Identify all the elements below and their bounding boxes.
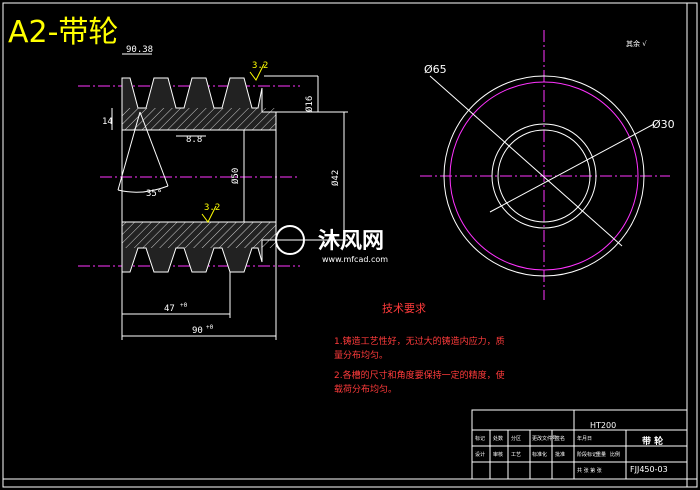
dim-bore: Ø50 bbox=[230, 168, 241, 184]
tb-part-name: 带 轮 bbox=[642, 435, 663, 447]
watermark-brand: 沐风网 bbox=[318, 229, 384, 254]
drawing-title: A2-带轮 bbox=[8, 15, 118, 50]
dia-30-label: Ø30 bbox=[652, 118, 675, 131]
roughness-top: 3.2 bbox=[252, 61, 268, 71]
dim-47-tol: +0 bbox=[180, 302, 188, 309]
dia-leader-65 bbox=[429, 75, 623, 247]
roughness-mid: 3.2 bbox=[204, 203, 220, 213]
dia-leader-30 bbox=[489, 123, 655, 213]
title-block-frame bbox=[471, 409, 688, 480]
dim-inner-width: 8.8 bbox=[186, 135, 202, 145]
tech-note-line1: 1.铸造工艺性好，无过大的铸造内应力，质 bbox=[334, 335, 505, 347]
dim-left-depth: 14 bbox=[102, 117, 113, 127]
tb-label-8: 工艺 bbox=[511, 452, 521, 458]
roughness-symbol-top bbox=[249, 63, 265, 81]
tb-material: HT200 bbox=[590, 421, 616, 430]
tb-label-7: 审核 bbox=[493, 451, 503, 458]
side-view: Ø65 Ø30 其余 √ bbox=[420, 30, 675, 300]
bore-circle bbox=[497, 129, 591, 223]
title-block: HT200 带 轮 FJJ450-03 标记 处数 分区 更改文件号 签名 年月… bbox=[471, 409, 688, 480]
watermark: 沐风网 www.mfcad.com bbox=[275, 225, 388, 264]
dim-90: 90 bbox=[192, 326, 203, 336]
watermark-url: www.mfcad.com bbox=[322, 255, 388, 264]
tb-label-11: 阶段标记 bbox=[577, 451, 597, 458]
tech-note-line4: 载荷分布均匀。 bbox=[334, 383, 397, 395]
corner-roughness-note: 其余 √ bbox=[626, 39, 647, 48]
tb-drawing-no: FJJ450-03 bbox=[630, 465, 668, 474]
dim-90-tol: +0 bbox=[206, 324, 214, 331]
roughness-symbol-mid bbox=[201, 205, 217, 223]
tech-notes-heading: 技术要求 bbox=[382, 302, 426, 315]
dim-47: 47 bbox=[164, 304, 175, 314]
tb-label-3: 更改文件号 bbox=[532, 435, 557, 442]
watermark-logo-icon bbox=[275, 225, 305, 255]
angle-line-left bbox=[117, 111, 141, 191]
tb-label-14: 共 张 第 张 bbox=[577, 467, 602, 474]
tb-label-12: 重量 bbox=[596, 451, 606, 458]
tech-notes: 技术要求 1.铸造工艺性好，无过大的铸造内应力，质 量分布均匀。 2.各槽的尺寸… bbox=[334, 302, 505, 395]
tb-label-10: 批准 bbox=[555, 451, 565, 458]
hatch-upper bbox=[122, 108, 276, 130]
tb-label-6: 设计 bbox=[475, 451, 485, 458]
tb-label-5: 年月日 bbox=[577, 435, 592, 442]
hatch-lower bbox=[122, 222, 276, 248]
outer-circle bbox=[443, 75, 645, 277]
tb-label-13: 比例 bbox=[610, 451, 620, 458]
tb-label-9: 标准化 bbox=[532, 451, 547, 458]
dim-outer: Ø42 bbox=[330, 170, 341, 186]
tb-label-1: 处数 bbox=[493, 435, 503, 442]
tb-label-0: 标记 bbox=[475, 435, 485, 442]
tech-note-line3: 2.各槽的尺寸和角度要保持一定的精度，使 bbox=[334, 369, 505, 381]
tb-label-2: 分区 bbox=[511, 435, 521, 442]
tb-label-4: 签名 bbox=[555, 435, 565, 442]
angle-label: 35° bbox=[146, 189, 162, 199]
angle-line-right bbox=[139, 111, 169, 187]
pitch-circle bbox=[449, 81, 639, 271]
section-view: 35° 90.38 3.2 8.8 14 Ø16 Ø50 Ø42 3.2 bbox=[78, 45, 348, 340]
hub-circle bbox=[491, 123, 597, 229]
angle-arc bbox=[117, 185, 169, 193]
dim-groove-depth: Ø16 bbox=[304, 96, 315, 112]
tech-note-line2: 量分布均匀。 bbox=[334, 349, 388, 361]
dia-65-label: Ø65 bbox=[424, 63, 447, 76]
dim-top-width: 90.38 bbox=[126, 45, 153, 55]
